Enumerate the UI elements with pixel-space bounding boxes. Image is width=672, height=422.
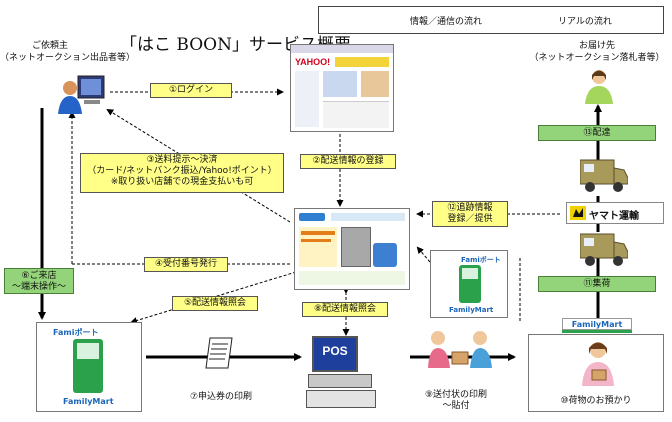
step-11-pickup: ⑪集荷 xyxy=(538,276,656,292)
sender-title: ご依頼主 xyxy=(31,41,68,51)
sender-label: ご依頼主 （ネットオークション出品者等） xyxy=(0,40,136,64)
step-7-print-ticket: ⑦申込券の印刷 xyxy=(189,392,253,402)
step-6-line1: ⑥ご来店 xyxy=(21,271,57,281)
recipient-subtitle: （ネットオークション落札者等） xyxy=(529,53,665,63)
famiport-terminal-right: Famiポート FamilyMart xyxy=(430,250,508,318)
store-clerk-icon xyxy=(582,342,614,386)
ticket-printout-icon xyxy=(204,336,238,370)
step-6-visit: ⑥ご来店 ～端末操作～ xyxy=(4,268,74,294)
recipient-person-icon xyxy=(584,68,614,104)
step-1-login: ①ログイン xyxy=(150,83,232,98)
yamato-logo-box: ヤマト運輸 xyxy=(566,202,664,224)
pos-register: POS xyxy=(306,334,376,408)
yahoo-logo: YAHOO! xyxy=(295,57,331,67)
step-12-line2: 登録／提供 xyxy=(447,214,493,224)
yahoo-auction-screenshot: YAHOO! xyxy=(290,44,394,132)
famiport-terminal-left: Famiポート FamilyMart xyxy=(36,322,142,412)
step-10-package-receipt: ⑩荷物のお預かり xyxy=(560,396,632,406)
step-3-line2: （カード/ネットバンク振込/Yahoo!ポイント） xyxy=(87,166,277,176)
truck-icon-top xyxy=(580,158,628,194)
hakoboon-system-screenshot xyxy=(294,208,410,290)
step-9-line1: ⑨送付状の印刷 xyxy=(424,390,488,400)
legend xyxy=(318,6,664,34)
yamato-cat-icon xyxy=(570,206,586,220)
step-3-line1: ③送料提示～決済 xyxy=(146,155,218,165)
store-staff-illustration xyxy=(424,328,496,372)
famiport-logo-right: Famiポート xyxy=(461,256,501,264)
legend-info-flow: 情報／通信の流れ xyxy=(410,17,483,27)
step-12-line1: ⑫追跡情報 xyxy=(447,203,493,213)
step-8-info-query: ⑧配送情報照会 xyxy=(302,302,388,317)
familymart-store-sign: FamilyMart xyxy=(562,318,632,330)
sender-person-computer-icon xyxy=(58,74,108,114)
famiport-logo-left: Famiポート xyxy=(53,328,99,337)
familymart-logo-right: FamilyMart xyxy=(449,306,494,314)
pos-label: POS xyxy=(322,344,348,358)
step-5-info-query: ⑤配送情報照会 xyxy=(172,296,258,311)
step-3-payment: ③送料提示～決済 （カード/ネットバンク振込/Yahoo!ポイント） ※取り扱い… xyxy=(80,153,284,193)
recipient-title: お届け先 xyxy=(578,41,615,51)
yamato-logo-text: ヤマト運輸 xyxy=(589,211,639,222)
step-13-delivery: ⑬配達 xyxy=(538,125,656,141)
step-3-line3: ※取り扱い店舗での現金支払いも可 xyxy=(110,177,254,187)
recipient-label: お届け先 （ネットオークション落札者等） xyxy=(524,40,670,64)
step-12-tracking: ⑫追跡情報 登録／提供 xyxy=(432,201,508,227)
step-9-line2: ～貼付 xyxy=(442,401,470,411)
step-4-receipt-number: ④受付番号発行 xyxy=(144,257,228,272)
truck-icon-bottom xyxy=(580,232,628,268)
sender-subtitle: （ネットオークション出品者等） xyxy=(0,53,136,63)
step-9-print-label: ⑨送付状の印刷 ～貼付 xyxy=(416,390,496,412)
legend-real-flow: リアルの流れ xyxy=(558,17,612,27)
step-2-register: ②配送情報の登録 xyxy=(300,154,396,169)
familymart-logo-left: FamilyMart xyxy=(63,397,114,406)
step-6-line2: ～端末操作～ xyxy=(11,282,66,292)
familymart-store: FamilyMart xyxy=(528,318,664,412)
